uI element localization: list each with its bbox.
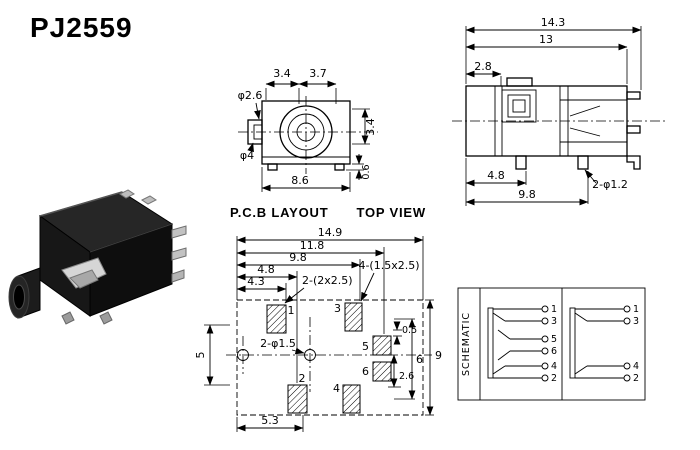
side-view: 14.3 13 2.8 4.8 9.8	[450, 16, 672, 221]
dim-label: φ4	[240, 149, 254, 162]
dim-label: φ2.6	[238, 89, 263, 102]
dim-label: 2-φ1.2	[592, 178, 628, 191]
side-pin-note: 2-φ1.2	[584, 169, 628, 191]
front-dia-inner: φ2.6	[238, 89, 263, 120]
schematic-pin: 3	[633, 316, 639, 327]
pin-number: 5	[362, 340, 369, 353]
dim-label: 3.4	[273, 67, 291, 80]
pad-2	[287, 384, 308, 414]
dim-label: 3.7	[309, 67, 327, 80]
side-body	[465, 77, 641, 170]
schematic-pin: 5	[551, 334, 557, 345]
dim-label: 9.8	[289, 251, 307, 264]
dim-label: 0.5	[402, 325, 417, 336]
pcb-dims-right: 0.5 6 9 2.6	[388, 299, 442, 416]
dim-label: 2-(2x2.5)	[302, 274, 353, 287]
dim-label: 13	[539, 33, 553, 46]
schematic-frame	[457, 287, 646, 401]
dim-label: 6	[416, 353, 423, 366]
dim-label: 4-(1.5x2.5)	[358, 259, 419, 272]
front-view: 3.4 3.7 φ2.6 φ4 3.4 8.6	[232, 64, 384, 212]
schematic-view: SCHEMATIC 1 3 5	[450, 280, 655, 406]
pin-number: 2	[299, 372, 306, 385]
side-dim-overall: 14.3	[465, 16, 642, 90]
side-dim-pin2: 9.8	[465, 171, 589, 206]
pin-number: 3	[334, 302, 341, 315]
front-dim-width: 8.6	[261, 167, 351, 192]
side-dim-body: 13	[465, 33, 628, 84]
front-view-drawing: 3.4 3.7 φ2.6 φ4 3.4 8.6	[238, 67, 378, 192]
pad-4	[342, 384, 361, 414]
pcb-pad-note-right: 4-(1.5x2.5)	[358, 259, 420, 302]
component-3d-illustration	[8, 189, 187, 325]
side-dim-left: 2.8	[465, 60, 502, 86]
pcb-dims-top: 14.9 11.8 9.8 4.8 4.3	[236, 226, 424, 383]
component-pins	[61, 189, 187, 325]
pad-1	[266, 304, 287, 334]
pcb-holes	[237, 349, 316, 361]
top-view-caption: TOP VIEW	[356, 205, 426, 220]
pin-number: 1	[288, 304, 295, 317]
schematic-pin: 2	[633, 373, 639, 384]
schematic-pin: 4	[633, 361, 639, 372]
dim-label: 14.9	[318, 226, 343, 239]
center-lines	[238, 96, 378, 174]
pcb-layout-drawing: 1 2 3 4 5 6 14.9 11.8 9.8 4.8	[194, 226, 442, 432]
dim-label: 4.8	[257, 263, 275, 276]
schematic-caption: SCHEMATIC	[461, 312, 472, 376]
dim-label: 14.3	[541, 16, 566, 29]
part-number-title: PJ2559	[30, 12, 133, 43]
dim-label: 3.4	[364, 118, 377, 136]
pad-3	[344, 302, 363, 332]
pcb-dim-bottom: 5.3	[236, 414, 304, 432]
schematic-pin: 1	[633, 304, 639, 315]
schematic-right-jack: 1 3 4 2	[569, 304, 639, 384]
schematic-pin: 4	[551, 361, 557, 372]
schematic-pin: 6	[551, 346, 557, 357]
pin-number: 4	[333, 382, 340, 395]
component-photo	[0, 170, 190, 332]
side-dim-pin1: 4.8	[465, 158, 527, 206]
pcb-pads	[266, 302, 392, 414]
pcb-layout-caption: P.C.B LAYOUT	[230, 205, 329, 220]
schematic-pin: 3	[551, 316, 557, 327]
front-dia-outer: φ4	[240, 142, 254, 162]
dim-label: 5.3	[261, 414, 279, 427]
schematic-left-jack: 1 3 5 6 4 2	[487, 304, 557, 384]
schematic-pin: 1	[551, 304, 557, 315]
dim-label: 11.8	[300, 239, 325, 252]
side-view-drawing: 14.3 13 2.8 4.8 9.8	[452, 16, 668, 206]
pad-5	[372, 335, 392, 356]
pcb-pin-numbers: 1 2 3 4 5 6	[288, 302, 370, 395]
component-barrel	[8, 267, 41, 319]
front-dim-top: 3.4 3.7	[265, 67, 337, 104]
front-dim-height: 3.4	[352, 108, 377, 145]
pcb-layout-view: 1 2 3 4 5 6 14.9 11.8 9.8 4.8	[190, 222, 448, 450]
dim-label: 4.8	[487, 169, 505, 182]
dim-label: 4.3	[247, 275, 265, 288]
dim-label: 8.6	[291, 174, 309, 187]
dim-label: 2.6	[399, 371, 414, 382]
dim-label: 2-φ1.5	[260, 337, 296, 350]
dim-label: 2.8	[474, 60, 492, 73]
dim-label: 9	[435, 349, 442, 362]
component-metal-clip	[61, 257, 107, 289]
schematic-drawing: SCHEMATIC 1 3 5	[457, 287, 646, 401]
pcb-outline	[226, 299, 432, 416]
dim-label: 9.8	[518, 188, 536, 201]
component-body	[38, 191, 174, 317]
pad-6	[372, 361, 392, 382]
front-body	[247, 100, 351, 171]
schematic-pin: 2	[551, 373, 557, 384]
pcb-hole-note: 2-φ1.5	[260, 337, 305, 355]
dim-label: 5	[194, 352, 207, 359]
pcb-dim-left: 5	[194, 324, 230, 386]
pcb-pad-note-left: 2-(2x2.5)	[284, 274, 353, 304]
dim-label: 0.6	[361, 164, 372, 179]
front-dim-lip: 0.6	[346, 154, 372, 180]
pin-number: 6	[362, 365, 369, 378]
view-captions: P.C.B LAYOUT TOP VIEW	[230, 205, 426, 220]
